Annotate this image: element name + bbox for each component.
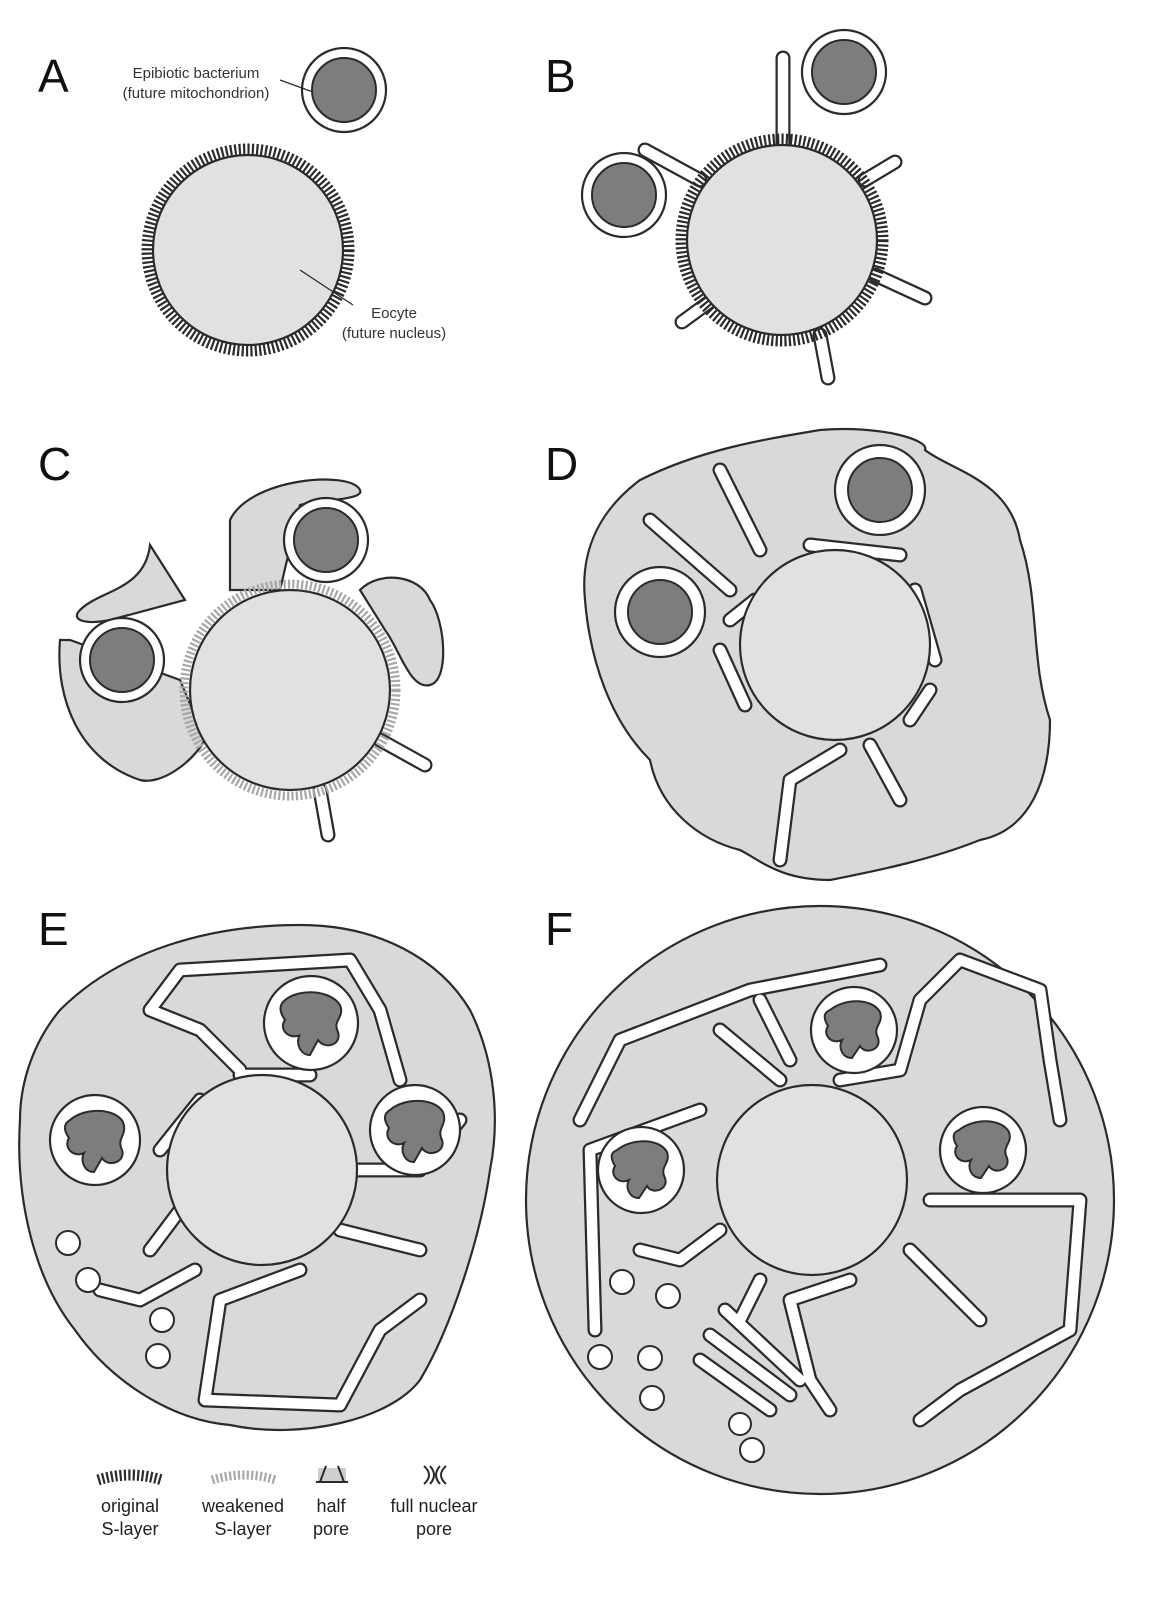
legend-original-line2: S-layer — [101, 1519, 158, 1539]
mitochondrion-f-left — [596, 1125, 686, 1215]
mitochondrion-d-top — [833, 443, 927, 537]
nucleus-d — [738, 548, 932, 742]
vesicles-e — [55, 1230, 175, 1369]
panel-letter-c: C — [38, 438, 71, 490]
epibiotic-bacterium — [300, 46, 388, 134]
bacterium-b-left — [580, 151, 668, 239]
weakened-s-layer-c — [179, 579, 401, 801]
vesicles-f — [587, 1269, 765, 1463]
panel-letter-e: E — [38, 903, 69, 955]
full-nuclear-pore-icon — [423, 1465, 447, 1485]
mitochondrion-c-left — [78, 616, 166, 704]
bacterium-pointer — [279, 79, 314, 93]
panel-a: A Epibiotic bacterium (future mitochondr… — [38, 46, 446, 357]
legend-item-half-pore: half pore — [313, 1465, 349, 1539]
legend: original S-layer weakened S-layer half p… — [96, 1465, 478, 1539]
legend-weakened-line1: weakened — [201, 1496, 284, 1516]
bacterium-label-line2: (future mitochondrion) — [123, 85, 270, 102]
panel-b: B — [545, 28, 933, 386]
legend-item-weakened-s-layer: weakened S-layer — [201, 1470, 284, 1539]
panel-f: F — [524, 903, 1116, 1496]
panel-letter-f: F — [545, 903, 573, 955]
eocyte-label-line2: (future nucleus) — [342, 325, 446, 342]
legend-weakened-line2: S-layer — [214, 1519, 271, 1539]
bacterium-b-top — [800, 28, 888, 116]
mitochondrion-d-left — [613, 565, 707, 659]
mitochondrion-c-top — [282, 496, 370, 584]
mitochondrion-e-right — [368, 1083, 462, 1177]
legend-half-line1: half — [316, 1496, 346, 1516]
mitochondrion-f-top — [809, 985, 899, 1075]
bacterium-label-line1: Epibiotic bacterium — [133, 65, 260, 82]
eocyte-pointer — [299, 269, 354, 306]
nucleus-e — [165, 1073, 359, 1267]
mitochondrion-f-right — [938, 1105, 1028, 1195]
eocyte-cell — [151, 153, 345, 347]
panel-letter-d: D — [545, 438, 578, 490]
panel-d: D — [545, 427, 1052, 882]
weakened-s-layer-icon — [210, 1470, 278, 1485]
er-network-f — [572, 952, 1088, 1428]
original-s-layer-b — [675, 133, 889, 347]
panel-c: C — [38, 438, 445, 843]
legend-full-line1: full nuclear — [390, 1496, 477, 1516]
legend-half-line2: pore — [313, 1519, 349, 1539]
panel-e: E — [18, 903, 496, 1432]
panel-letter-a: A — [38, 50, 69, 102]
legend-original-line1: original — [101, 1496, 159, 1516]
original-s-layer-icon — [96, 1469, 164, 1486]
nucleus-c — [188, 588, 392, 792]
panel-letter-b: B — [545, 50, 576, 102]
legend-full-line2: pore — [416, 1519, 452, 1539]
mitochondrion-e-top — [262, 974, 360, 1072]
legend-item-full-nuclear-pore: full nuclear pore — [390, 1465, 478, 1539]
eocyte-label-line1: Eocyte — [371, 305, 417, 322]
nucleus-f — [715, 1083, 909, 1277]
original-s-layer — [141, 143, 355, 357]
eocyte-cell-b — [685, 143, 879, 337]
half-pore-icon — [316, 1465, 348, 1483]
legend-item-original-s-layer: original S-layer — [96, 1469, 164, 1539]
mitochondrion-e-left — [48, 1093, 142, 1187]
